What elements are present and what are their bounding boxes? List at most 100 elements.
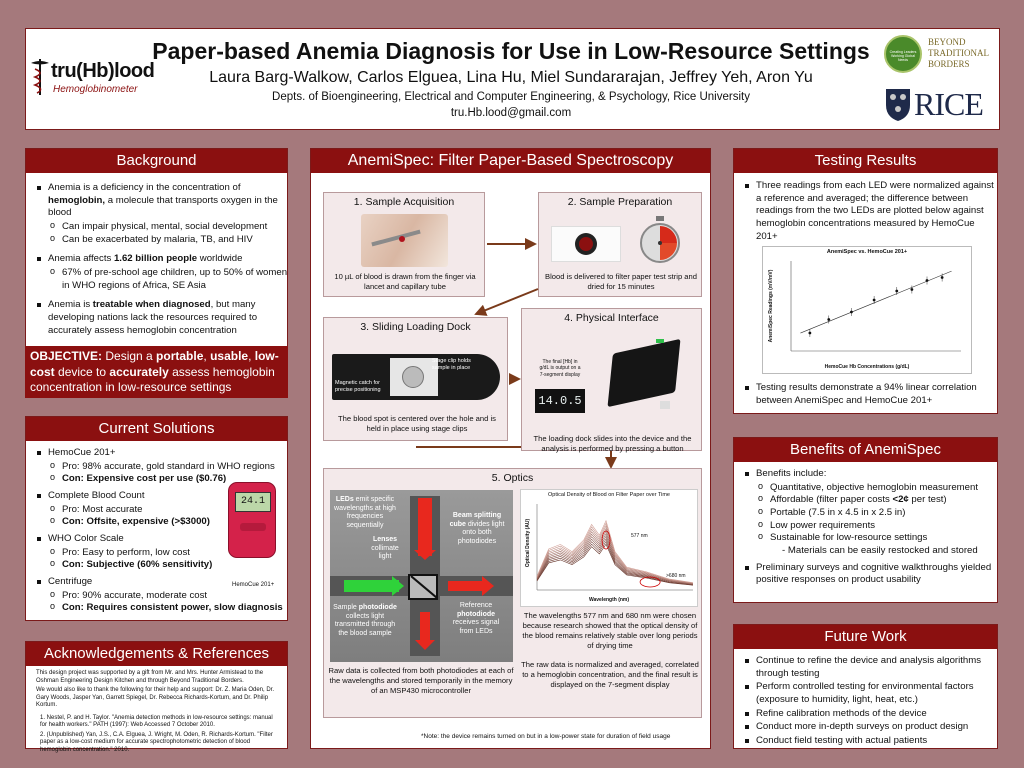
btb-logo: Creating Leaders Working Global Needs BE… xyxy=(884,35,996,75)
rice-logo: RICE xyxy=(884,84,996,126)
correlation-plot xyxy=(790,261,961,352)
testing-bullet-2: Testing results demonstrate a 94% linear… xyxy=(744,382,994,407)
spectrum-series xyxy=(536,525,694,584)
hemocue-screen: 24.1 xyxy=(235,492,271,512)
step2-caption: Blood is delivered to filter paper test … xyxy=(545,272,697,291)
annotation-577: 577 nm xyxy=(631,533,648,539)
step5-title: 5. Optics xyxy=(491,472,534,484)
benefit-item: Low power requirements xyxy=(756,519,996,533)
finger-photo xyxy=(361,214,448,267)
data-point xyxy=(910,288,914,291)
future-item: Refine calibration methods of the device xyxy=(744,708,996,721)
btb-badge-icon: Creating Leaders Working Global Needs xyxy=(884,35,922,73)
sol-hemocue: HemoCue 201+ Pro: 98% accurate, gold sta… xyxy=(36,447,294,486)
step4-title: 4. Physical Interface xyxy=(564,312,659,324)
step1-title: 1. Sample Acquisition xyxy=(353,196,455,208)
spectrum-plot xyxy=(536,504,694,591)
future-item: Perform controlled testing for environme… xyxy=(744,681,996,706)
display-label: The final [Hb] in g/dL is output on a 7-… xyxy=(539,359,581,378)
spectrum-series xyxy=(536,522,694,584)
background-panel: Background Anemia is a deficiency in the… xyxy=(25,148,288,398)
spectrum-series xyxy=(536,519,694,583)
testing-bullet-1: Three readings from each LED were normal… xyxy=(744,180,994,243)
spectrum-ylabel: Optical Density (AU) xyxy=(525,518,531,568)
solutions-heading: Current Solutions xyxy=(26,417,287,441)
btb-line3: BORDERS xyxy=(928,58,970,69)
step5-box: 5. Optics LEDs emit specific wavelengths… xyxy=(323,468,702,718)
annotation-680: >680 nm xyxy=(666,573,686,579)
spectrum-caption: The wavelengths 577 nm and 680 nm were c… xyxy=(522,611,698,650)
step2-title: 2. Sample Preparation xyxy=(567,196,673,208)
corr-ylabel: AnemiSpec Readings (mV/mV) xyxy=(768,269,774,343)
testing-heading: Testing Results xyxy=(734,149,997,173)
raw-data-caption: The raw data is normalized and averaged,… xyxy=(521,660,699,689)
sol-sub: Pro: 90% accurate, moderate cost xyxy=(48,589,294,603)
hemocue-device: 24.1 xyxy=(228,482,276,558)
highlight-680 xyxy=(639,576,661,588)
bg-bullet-3: Anemia is treatable when diagnosed, but … xyxy=(36,299,288,337)
filter-paper-photo xyxy=(551,226,621,262)
email: tru.Hb.lood@gmail.com xyxy=(450,107,572,119)
benefit-item: Sustainable for low-resource settings xyxy=(756,531,996,545)
bg-sub-3: 67% of pre-school age children, up to 50… xyxy=(48,266,288,292)
data-point xyxy=(808,331,812,335)
sol-sub: Con: Subjective (60% sensitivity) xyxy=(48,558,294,572)
sol-cbc: Complete Blood Count Pro: Most accurateC… xyxy=(36,490,294,529)
spectrum-series xyxy=(536,530,694,585)
step1-caption: 10 µL of blood is drawn from the finger … xyxy=(334,272,476,291)
rice-shield-icon xyxy=(886,89,910,121)
ack-heading: Acknowledgements & References xyxy=(26,642,287,666)
sol-sub: Pro: Most accurate xyxy=(48,503,294,517)
benefits-heading: Benefits of AnemiSpec xyxy=(734,438,997,462)
optics-diagram: LEDs emit specific wavelengths at high f… xyxy=(330,490,513,662)
benefit-item: Quantitative, objective hemoglobin measu… xyxy=(756,481,996,495)
poster-title: Paper-based Anemia Diagnosis for Use in … xyxy=(152,38,870,64)
anemispec-panel: AnemiSpec: Filter Paper-Based Spectrosco… xyxy=(310,148,711,749)
ack-para-1: This design project was supported by a g… xyxy=(36,670,264,684)
timer-icon xyxy=(640,216,680,263)
red-beam xyxy=(418,498,432,556)
authors: Laura Barg-Walkow, Carlos Elguea, Lina H… xyxy=(209,69,813,86)
step1-box: 1. Sample Acquisition 10 µL of blood is … xyxy=(323,192,485,297)
logo-text: tru(Hb)lood xyxy=(51,60,155,82)
background-heading: Background xyxy=(26,149,287,173)
future-item: Continue to refine the device and analys… xyxy=(744,655,996,680)
benefit-item: Affordable (filter paper costs <2¢ per t… xyxy=(756,493,996,507)
sol-sub: Pro: Easy to perform, low cost xyxy=(48,546,294,560)
magnetic-catch-label: Magnetic catch for precise positioning xyxy=(335,380,381,393)
correlation-chart: AnemiSpec vs. HemoCue 201+ AnemiSpec Rea… xyxy=(762,246,972,374)
trendline xyxy=(800,270,952,334)
benefits-panel: Benefits of AnemiSpec Benefits include: … xyxy=(733,437,998,603)
highlight-577 xyxy=(601,530,611,550)
affiliation: Depts. of Bioengineering, Electrical and… xyxy=(272,91,750,103)
trublood-logo: tru(Hb)lood Hemoglobinometer xyxy=(29,57,155,101)
spectrum-chart: Optical Density of Blood on Filter Paper… xyxy=(520,489,698,607)
benefit-subitem: - Materials can be easily restocked and … xyxy=(782,544,978,556)
optics-caption: Raw data is collected from both photodio… xyxy=(328,666,514,695)
sol-sub: Con: Offsite, expensive (>$3000) xyxy=(48,515,294,529)
benefit-item: Portable (7.5 in x 4.5 in x 2.5 in) xyxy=(756,506,996,520)
step3-title: 3. Sliding Loading Dock xyxy=(360,321,471,333)
data-point xyxy=(872,298,876,302)
corr-xlabel: HemoCue Hb Concentrations (g/dL) xyxy=(824,364,910,370)
step4-caption: The loading dock slides into the device … xyxy=(533,434,692,453)
ack-panel: Acknowledgements & References This desig… xyxy=(25,641,288,753)
future-item: Conduct more in-depth surveys on product… xyxy=(744,721,996,734)
hemocue-caption: HemoCue 201+ xyxy=(232,582,275,588)
logo-subtext: Hemoglobinometer xyxy=(53,84,138,95)
spectrum-series xyxy=(536,527,694,584)
step3-box: 3. Sliding Loading Dock Stage clip holds… xyxy=(323,317,508,441)
step3-caption: The blood spot is centered over the hole… xyxy=(338,414,496,433)
data-point xyxy=(850,310,853,314)
reference-1: 1. Nestel, P. and H. Taylor. "Anemia det… xyxy=(40,714,273,729)
bg-sub-1: Can impair physical, mental, social deve… xyxy=(48,220,288,234)
device-photo xyxy=(604,331,699,411)
btb-line1: BEYOND xyxy=(928,37,966,47)
sol-sub: Con: Requires consistent power, slow dia… xyxy=(48,601,294,615)
lens-label: Lenses collimate light xyxy=(371,536,399,561)
bg-bullet-1: Anemia is a deficiency in the concentrat… xyxy=(36,182,288,246)
sample-photodiode-label: Sample photodiode collects light transmi… xyxy=(333,604,397,637)
spectrum-series xyxy=(536,535,694,585)
anemispec-heading: AnemiSpec: Filter Paper-Based Spectrosco… xyxy=(311,149,710,173)
beam-splitter-cube xyxy=(408,574,438,600)
